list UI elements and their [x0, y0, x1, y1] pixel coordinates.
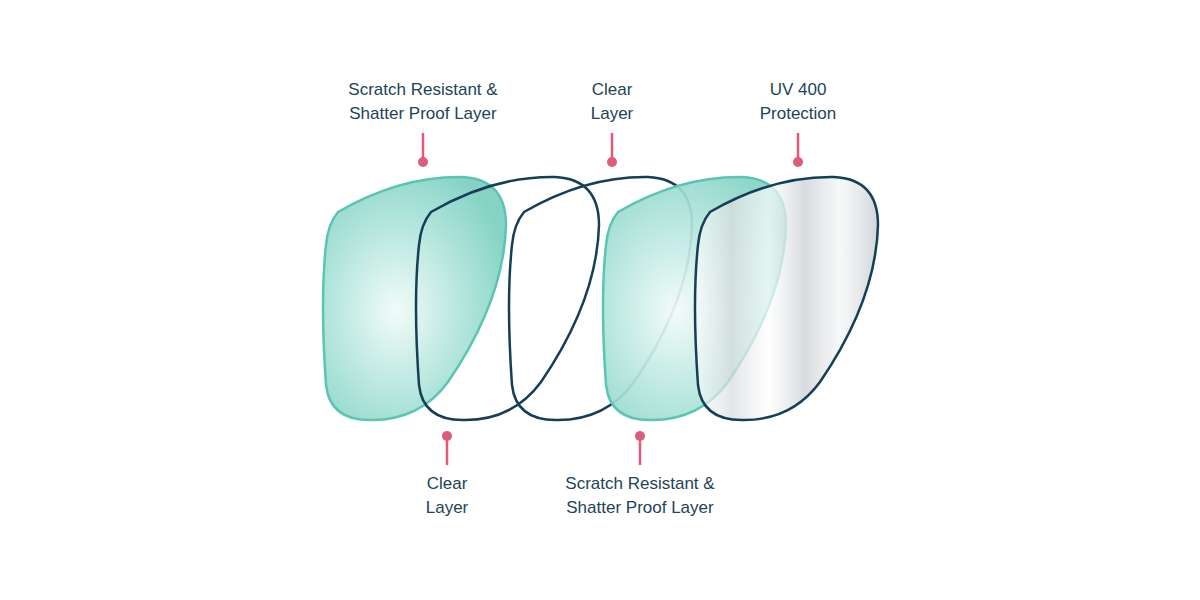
clear-layer-lens — [416, 177, 599, 420]
leader-dot — [793, 157, 803, 167]
leader-dot — [442, 431, 452, 441]
uv-layer-lens — [695, 177, 878, 420]
callout-label: Scratch Resistant & Shatter Proof Layer — [336, 78, 511, 126]
callout-label: Clear Layer — [580, 78, 644, 126]
callout-label: UV 400 Protection — [748, 78, 848, 126]
leader-dot — [607, 157, 617, 167]
leader-dot — [635, 431, 645, 441]
scratch-layer-lens — [323, 177, 506, 420]
callout-label: Scratch Resistant & Shatter Proof Layer — [553, 472, 728, 520]
leader-dot — [418, 157, 428, 167]
callout-label: Clear Layer — [415, 472, 479, 520]
